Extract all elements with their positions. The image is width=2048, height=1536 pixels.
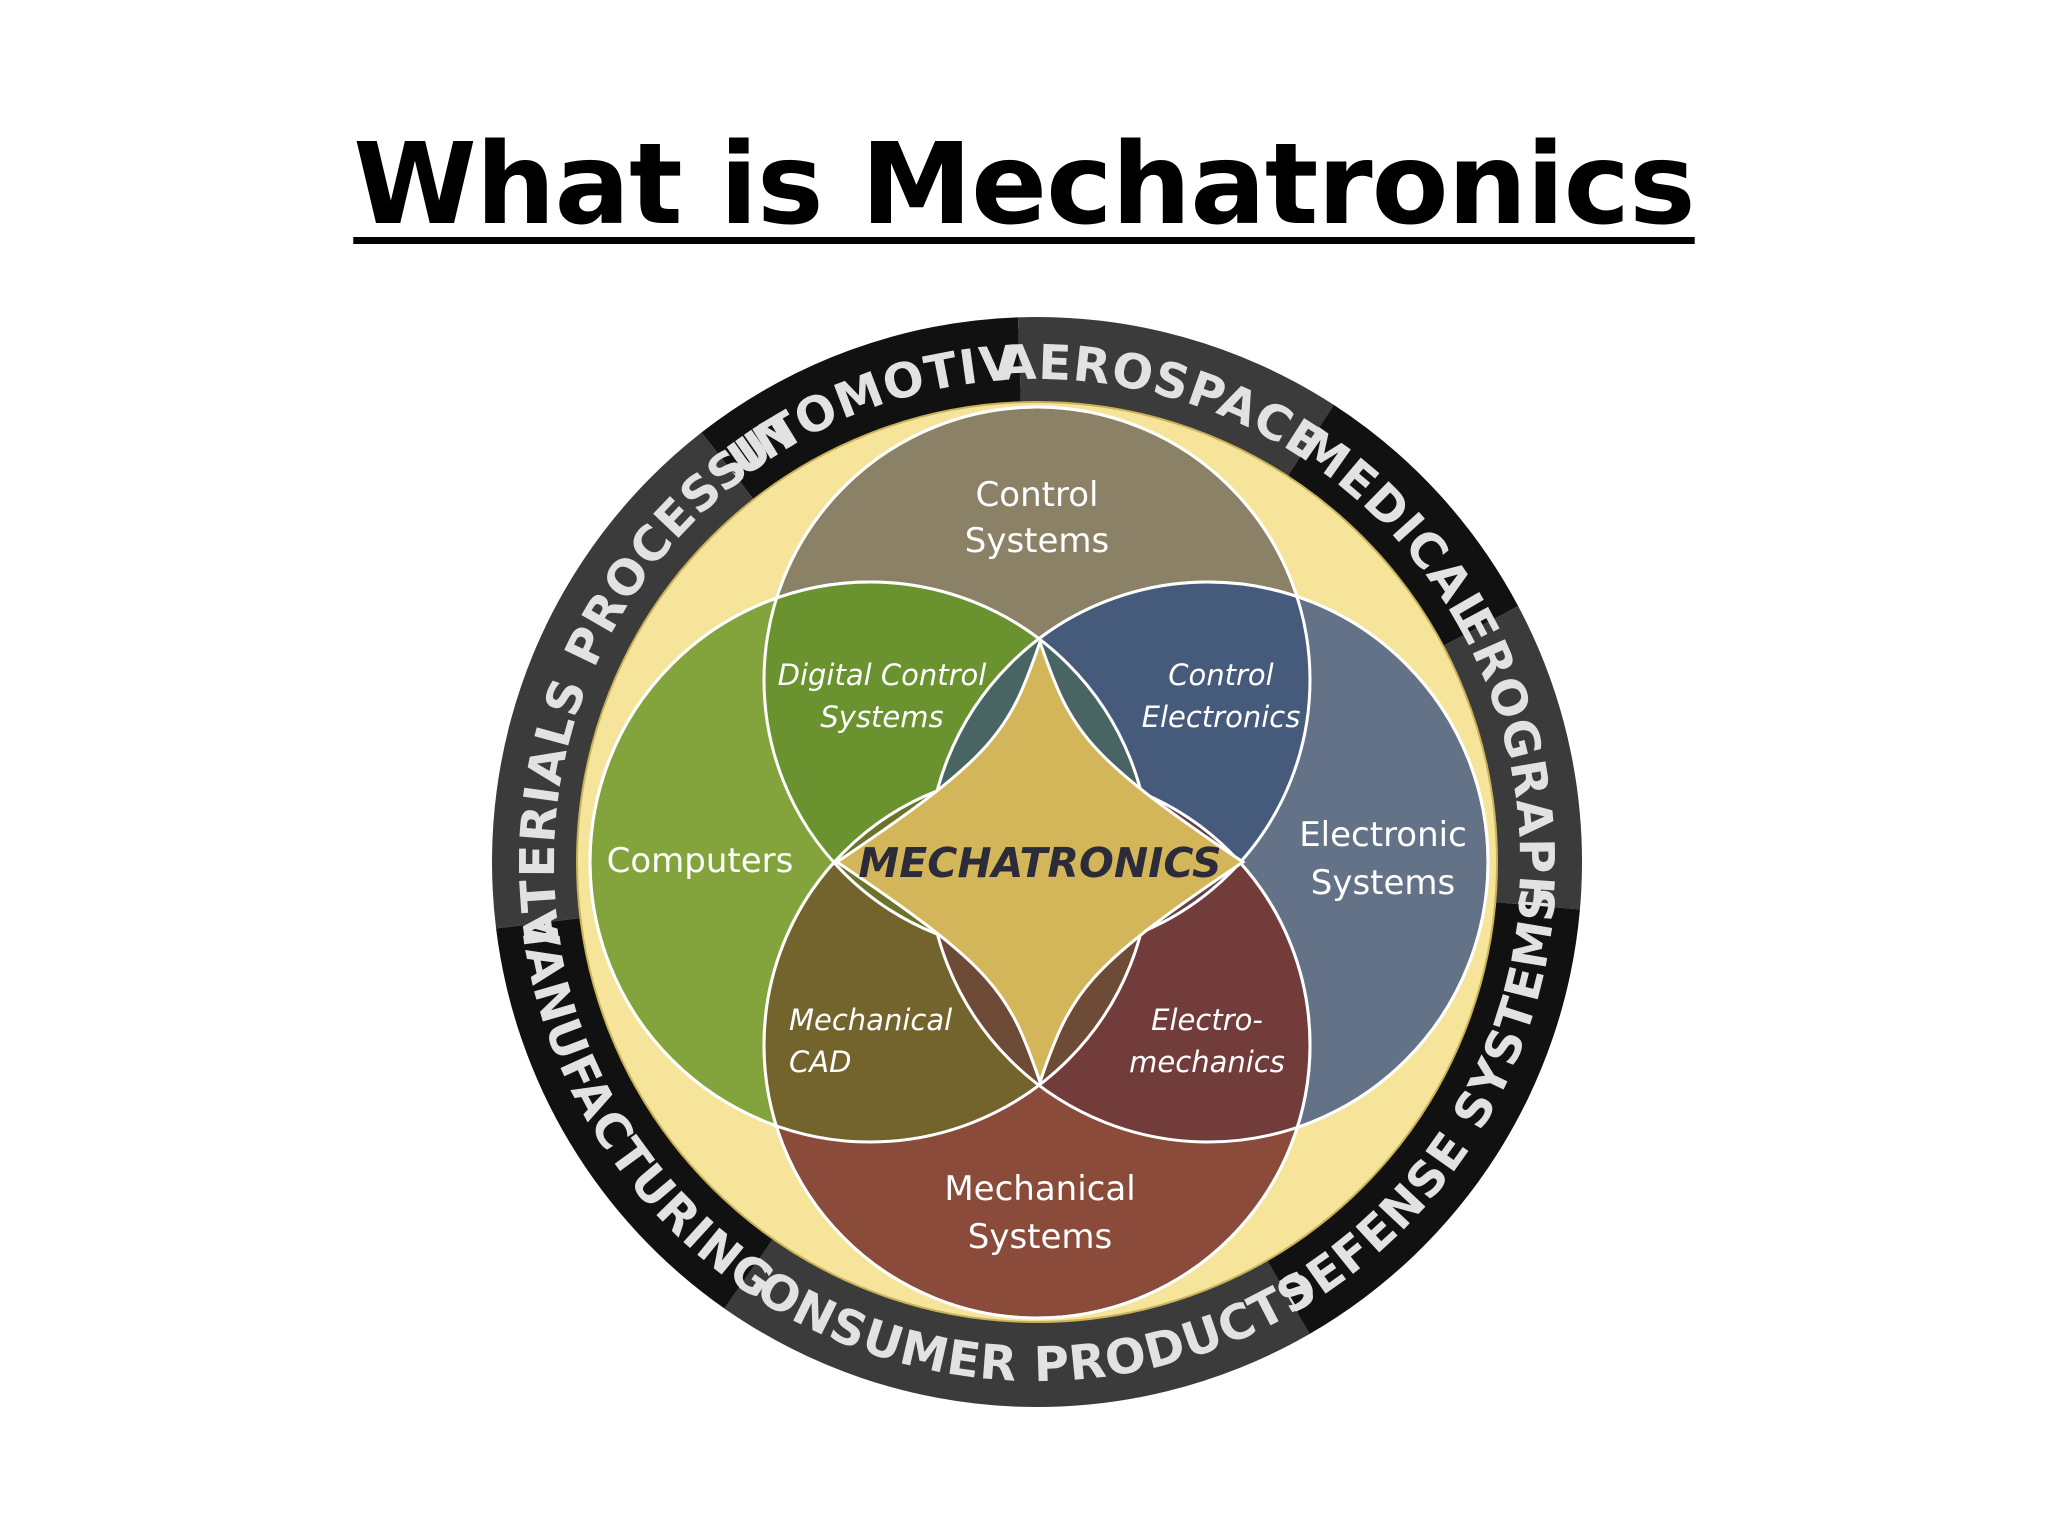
yellow-band-edge — [576, 401, 1498, 1323]
industry-segment — [1287, 404, 1519, 647]
digital-control-label-1: Digital Control — [778, 658, 987, 692]
control-electronics-label-1: Control — [1168, 658, 1273, 692]
industry-segment — [1017, 317, 1334, 477]
industry-segment — [492, 432, 754, 929]
electromechanics-label-1: Electro- — [1151, 1003, 1263, 1037]
mechatronics-core-label: MECHATRONICS — [858, 839, 1221, 887]
industry-segment — [1443, 606, 1582, 910]
industry-segment — [724, 1238, 1310, 1408]
mechanical-cad-label-2: CAD — [789, 1045, 851, 1079]
industry-segment — [1267, 902, 1580, 1334]
computers-label: Computers — [607, 841, 794, 881]
digital-control-label-2: Systems — [820, 700, 943, 734]
control-systems-label-1: Control — [976, 475, 1099, 515]
industry-segment — [496, 918, 774, 1309]
industry-segment — [701, 317, 1021, 500]
control-systems-label-2: Systems — [965, 521, 1110, 561]
electronic-systems-label-1: Electronic — [1299, 815, 1467, 855]
electronic-systems-label-2: Systems — [1311, 863, 1456, 903]
control-electronics-label-2: Electronics — [1142, 700, 1301, 734]
mechanical-cad-label-1: Mechanical — [789, 1003, 952, 1037]
mechanical-systems-label-2: Systems — [968, 1217, 1113, 1257]
mechatronics-core — [834, 637, 1246, 1087]
mechanical-systems-label-1: Mechanical — [944, 1169, 1135, 1209]
page-title: What is Mechatronics — [353, 120, 1695, 250]
electromechanics-label-2: mechanics — [1129, 1045, 1285, 1079]
